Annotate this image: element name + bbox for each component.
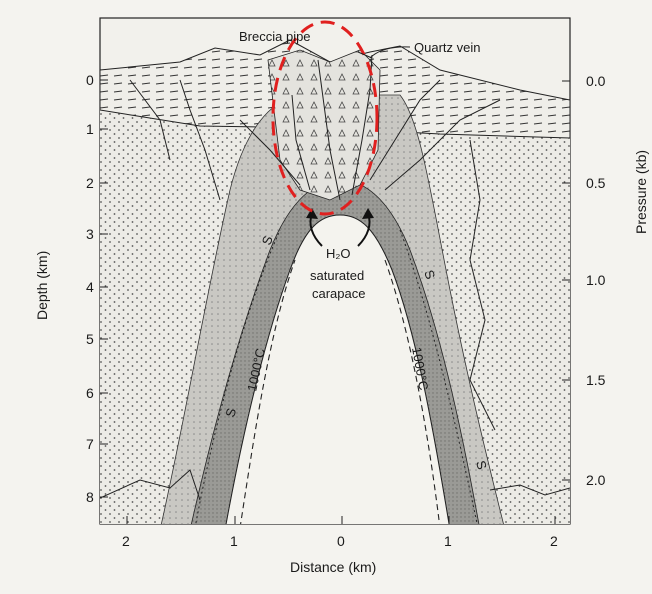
x-axis-label: Distance (km) [290,559,376,575]
y-tick-5: 5 [86,331,94,347]
geology-layers [100,39,570,524]
y-tick-6: 6 [86,385,94,401]
x-tick-1: 1 [230,533,238,549]
y-tick-7: 7 [86,436,94,452]
lower-contact [100,469,570,501]
p-tick-4: 2.0 [586,472,606,488]
y-tick-2: 2 [86,175,94,191]
solidus-left [195,229,281,524]
x-tick-2: 0 [337,533,345,549]
y-tick-1: 1 [86,121,94,137]
breccia-pipe-body [267,49,381,201]
isotherm-right-label: 1000°C [409,346,431,391]
p-tick-3: 1.5 [586,372,606,388]
s-marker-left-lower: S [222,406,239,419]
magma-body [225,214,450,524]
s-marker-right-lower: S [473,459,490,472]
right-axis-ticks [562,80,570,481]
x-tick-4: 2 [550,533,558,549]
y-tick-0: 0 [86,72,94,88]
h2o-label: H₂O [326,246,351,261]
bottom-axis-ticks [126,516,556,524]
breccia-pipe-highlight [271,20,379,216]
y-tick-8: 8 [86,489,94,505]
p-tick-2: 1.0 [586,272,606,288]
carapace-label: carapace [312,286,365,301]
isotherm-1000c-left [240,259,296,524]
breccia-pipe-label: Breccia pipe [239,29,311,44]
y-tick-4: 4 [86,279,94,295]
y-tick-3: 3 [86,226,94,242]
y-axis-left-label: Depth (km) [34,251,50,320]
p-tick-0: 0.0 [586,73,606,89]
saturated-label: saturated [310,268,364,283]
y-axis-right-label: Pressure (kb) [633,150,649,234]
solidus-right [399,229,478,524]
p-tick-1: 0.5 [586,175,606,191]
x-tick-0: 2 [122,533,130,549]
left-axis-ticks [100,79,108,498]
quartz-vein-label: Quartz vein [414,40,480,55]
x-tick-3: 1 [444,533,452,549]
